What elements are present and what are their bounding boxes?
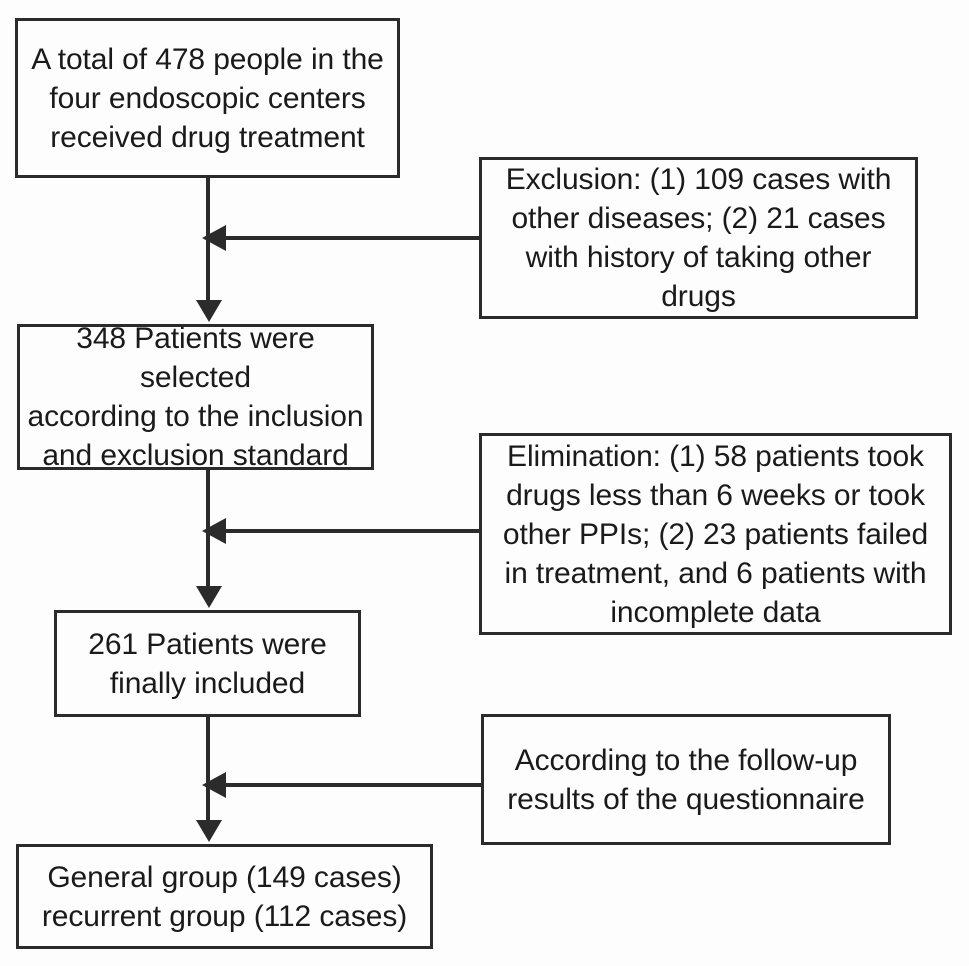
node-elimination-criteria-label: Elimination: (1) 58 patients took drugs …	[502, 439, 929, 629]
connector-exclusion-to-spine	[226, 236, 480, 240]
arrowhead-left-exclusion-icon	[202, 225, 226, 251]
node-exclusion-criteria-label: Exclusion: (1) 109 cases with other dise…	[505, 163, 892, 313]
arrowhead-down-into-groups-icon	[196, 820, 222, 842]
node-elimination-criteria: Elimination: (1) 58 patients took drugs …	[479, 433, 952, 635]
node-group-allocation-label: General group (149 cases) recurrent grou…	[41, 860, 408, 933]
connector-followup-to-spine	[226, 783, 482, 787]
connector-elimination-to-spine	[226, 529, 480, 533]
arrowhead-down-into-selected-icon	[196, 300, 222, 322]
node-followup-questionnaire-label: According to the follow-up results of th…	[507, 743, 865, 816]
node-total-enrolled-label: A total of 478 people in the four endosc…	[31, 42, 384, 154]
node-group-allocation: General group (149 cases) recurrent grou…	[16, 844, 433, 949]
node-exclusion-criteria: Exclusion: (1) 109 cases with other dise…	[479, 157, 918, 319]
node-final-included: 261 Patients were finally included	[54, 610, 361, 717]
connector-included-to-groups	[206, 717, 210, 825]
node-final-included-label: 261 Patients were finally included	[88, 627, 327, 700]
arrowhead-down-into-included-icon	[196, 586, 222, 608]
node-selected-patients: 348 Patients were selected according to …	[17, 322, 374, 472]
node-followup-questionnaire: According to the follow-up results of th…	[481, 714, 891, 845]
node-selected-patients-label: 348 Patients were selected according to …	[27, 322, 364, 472]
arrowhead-left-followup-icon	[202, 772, 226, 798]
arrowhead-left-elimination-icon	[202, 518, 226, 544]
node-total-enrolled: A total of 478 people in the four endosc…	[15, 18, 400, 178]
